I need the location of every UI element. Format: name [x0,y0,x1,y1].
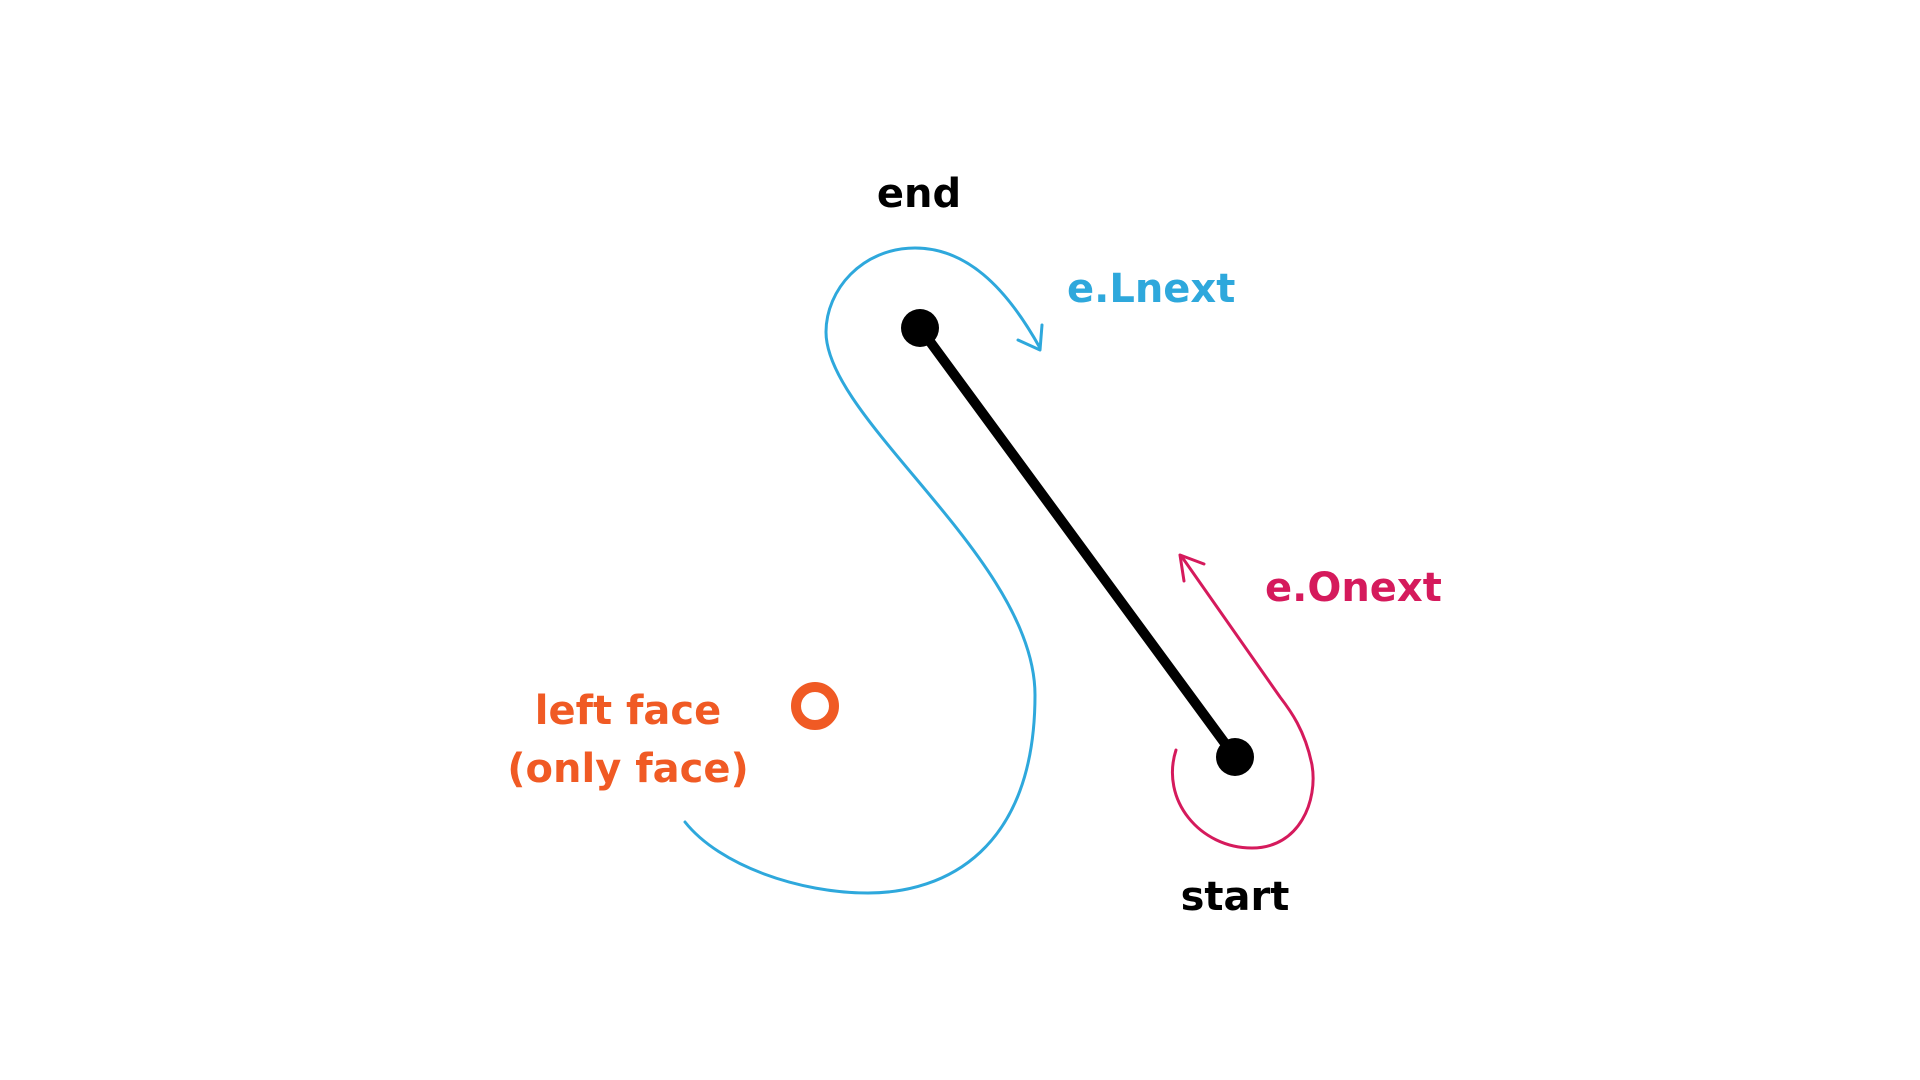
lnext-arrowhead [1016,323,1044,352]
edge-line [915,323,1240,762]
lnext-curve [683,246,1042,895]
left-face-marker [791,682,839,730]
start-vertex [1216,738,1254,776]
onext-label: e.Onext [1265,565,1442,611]
left-face-label-line2: (only face) [507,746,748,792]
onext-curve [1170,555,1315,850]
end-label: end [877,171,961,217]
lnext-label: e.Lnext [1067,266,1235,312]
onext-arrowhead [1178,553,1206,583]
end-vertex [901,309,939,347]
start-label: start [1181,874,1290,920]
left-face-label-line1: left face [535,688,722,734]
